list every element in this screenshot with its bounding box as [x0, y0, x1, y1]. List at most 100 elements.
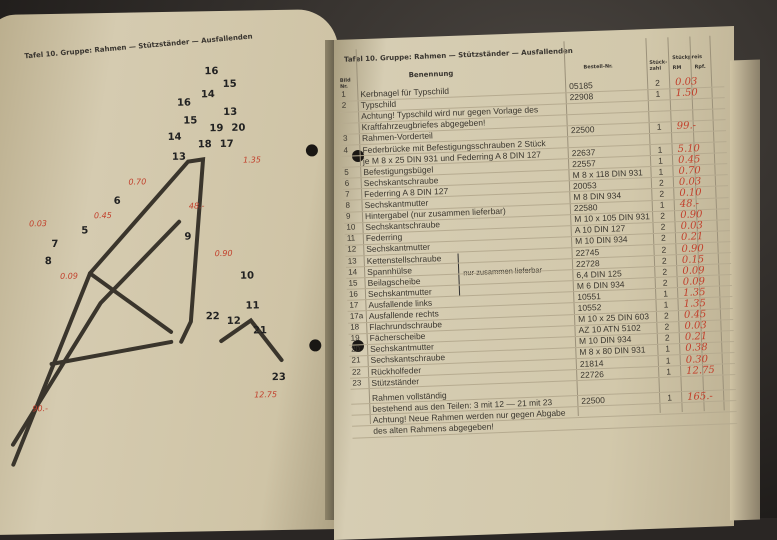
row-price-handwritten: 0.15	[681, 253, 705, 266]
row-quantity: 1	[657, 144, 663, 155]
binder-hole	[352, 340, 364, 352]
handwritten-price: 1.35	[242, 155, 261, 165]
row-number: 14	[347, 267, 358, 277]
header-rm: RM	[672, 64, 682, 72]
handwritten-price: 12.75	[254, 390, 278, 400]
row-number: 18	[350, 322, 360, 332]
parts-table: Tafel 10. Gruppe: Rahmen — Stützständer …	[338, 35, 742, 440]
row-number: 3	[342, 134, 348, 144]
row-order-number: 22745	[575, 246, 600, 258]
row-quantity: 2	[660, 221, 666, 233]
row-price-handwritten: 5.10	[677, 142, 701, 155]
diagram-part-label: 16	[204, 66, 219, 78]
diagram-part-label: 13	[223, 106, 238, 118]
diagram-part-label: 20	[231, 122, 246, 134]
row-price-handwritten: 0.38	[685, 342, 708, 355]
row-price-handwritten: 0.10	[679, 187, 702, 199]
row-quantity: 1	[667, 392, 673, 403]
diagram-part-label: 15	[222, 78, 237, 90]
diagram-part-label: 18	[197, 139, 212, 151]
header-bestell-nr: Bestell-Nr.	[583, 63, 613, 71]
row-order-number: 22500	[581, 394, 606, 406]
row-price-handwritten: 0.90	[681, 242, 704, 255]
row-price-handwritten: 165.-	[686, 390, 714, 403]
row-order-number: 10551	[577, 290, 602, 302]
row-order-number: M 6 DIN 934	[576, 278, 625, 291]
row-price-handwritten: 0.21	[684, 331, 708, 344]
row-number: 4	[343, 145, 349, 155]
row-description: Rückholfeder	[370, 364, 422, 377]
column-divider	[709, 35, 725, 411]
row-quantity: 2	[661, 244, 667, 255]
row-number: 6	[344, 178, 350, 188]
row-order-number: 6,4 DIN 125	[576, 267, 622, 280]
handwritten-price: 48.-	[188, 201, 205, 211]
row-price-handwritten: 0.03	[680, 220, 704, 233]
row-quantity: 1	[657, 155, 664, 166]
diagram-part-label: 22	[205, 311, 220, 323]
row-price-handwritten: 0.03	[674, 76, 698, 89]
diagram-part-label: 14	[200, 89, 215, 101]
row-description: Spannhülse	[366, 264, 413, 277]
row-number: 7	[344, 189, 350, 199]
row-quantity: 2	[664, 332, 670, 343]
row-order-number: 22726	[580, 368, 605, 380]
diagram-part-label: 6	[113, 195, 121, 207]
row-quantity: 1	[656, 122, 662, 133]
row-quantity: 1	[665, 343, 671, 355]
row-order-number: M 10 DIN 934	[578, 334, 632, 347]
handwritten-price: 0.45	[93, 210, 112, 221]
handwritten-price: 0.09	[59, 271, 78, 281]
frame-diagram	[10, 156, 284, 467]
row-quantity: 1	[665, 354, 671, 366]
row-quantity: 2	[664, 321, 670, 332]
row-description: Federring	[365, 231, 403, 244]
row-price-handwritten: 0.09	[682, 275, 706, 288]
row-order-number: 22908	[569, 91, 594, 103]
header-rpf: Rpf.	[694, 63, 706, 71]
row-number: 23	[352, 377, 362, 388]
row-quantity: 1	[658, 166, 664, 177]
row-price-handwritten: 1.35	[682, 286, 706, 299]
row-order-number: 10552	[577, 302, 602, 313]
diagram-part-label: 19	[209, 122, 224, 135]
handwritten-price: 0.90	[214, 248, 233, 259]
diagram-part-label: 5	[81, 225, 89, 237]
left-page: Tafel 10. Gruppe: Rahmen — Stützständer …	[0, 8, 347, 536]
row-number: 15	[348, 278, 358, 288]
row-number: 17	[349, 300, 359, 310]
handwritten-price: 0.70	[128, 177, 147, 187]
row-price-handwritten: 0.21	[680, 231, 704, 244]
row-order-number: 22580	[573, 202, 598, 214]
row-number: 20	[350, 344, 361, 355]
row-price-handwritten: 1.50	[675, 87, 699, 100]
diagram-part-label: 8	[44, 255, 52, 268]
row-number: 10	[346, 222, 356, 232]
diagram-part-label: 14	[167, 131, 182, 143]
row-quantity: 1	[655, 88, 661, 99]
row-order-number: M 10 DIN 934	[574, 234, 628, 247]
handwritten-price: 90.-	[32, 404, 49, 414]
row-quantity: 2	[661, 255, 667, 266]
row-quantity: 2	[659, 188, 665, 199]
row-order-number: 22500	[570, 124, 595, 136]
row-order-number: 21814	[579, 357, 604, 369]
diagram-part-label: 23	[271, 371, 286, 384]
header-stueckpreis: Stückpreis	[672, 54, 703, 62]
handwritten-price: 0.03	[29, 219, 48, 229]
row-quantity: 2	[658, 177, 664, 188]
row-price-handwritten: 1.35	[683, 298, 707, 310]
row-number: 13	[347, 255, 357, 266]
row-number: 19	[350, 333, 360, 343]
row-number: 8	[345, 200, 351, 210]
diagram-part-label: 15	[183, 115, 198, 127]
row-quantity: 1	[663, 299, 669, 310]
row-price-handwritten: 12.75	[685, 364, 716, 377]
row-quantity: 2	[663, 310, 669, 321]
diagram-part-label: 17	[219, 138, 234, 151]
row-order-number: 22557	[571, 157, 596, 169]
row-quantity: 1	[659, 199, 665, 210]
row-quantity: 1	[663, 288, 669, 299]
row-price-handwritten: 0.30	[685, 353, 709, 366]
header-benennung: Benennung	[408, 69, 454, 80]
